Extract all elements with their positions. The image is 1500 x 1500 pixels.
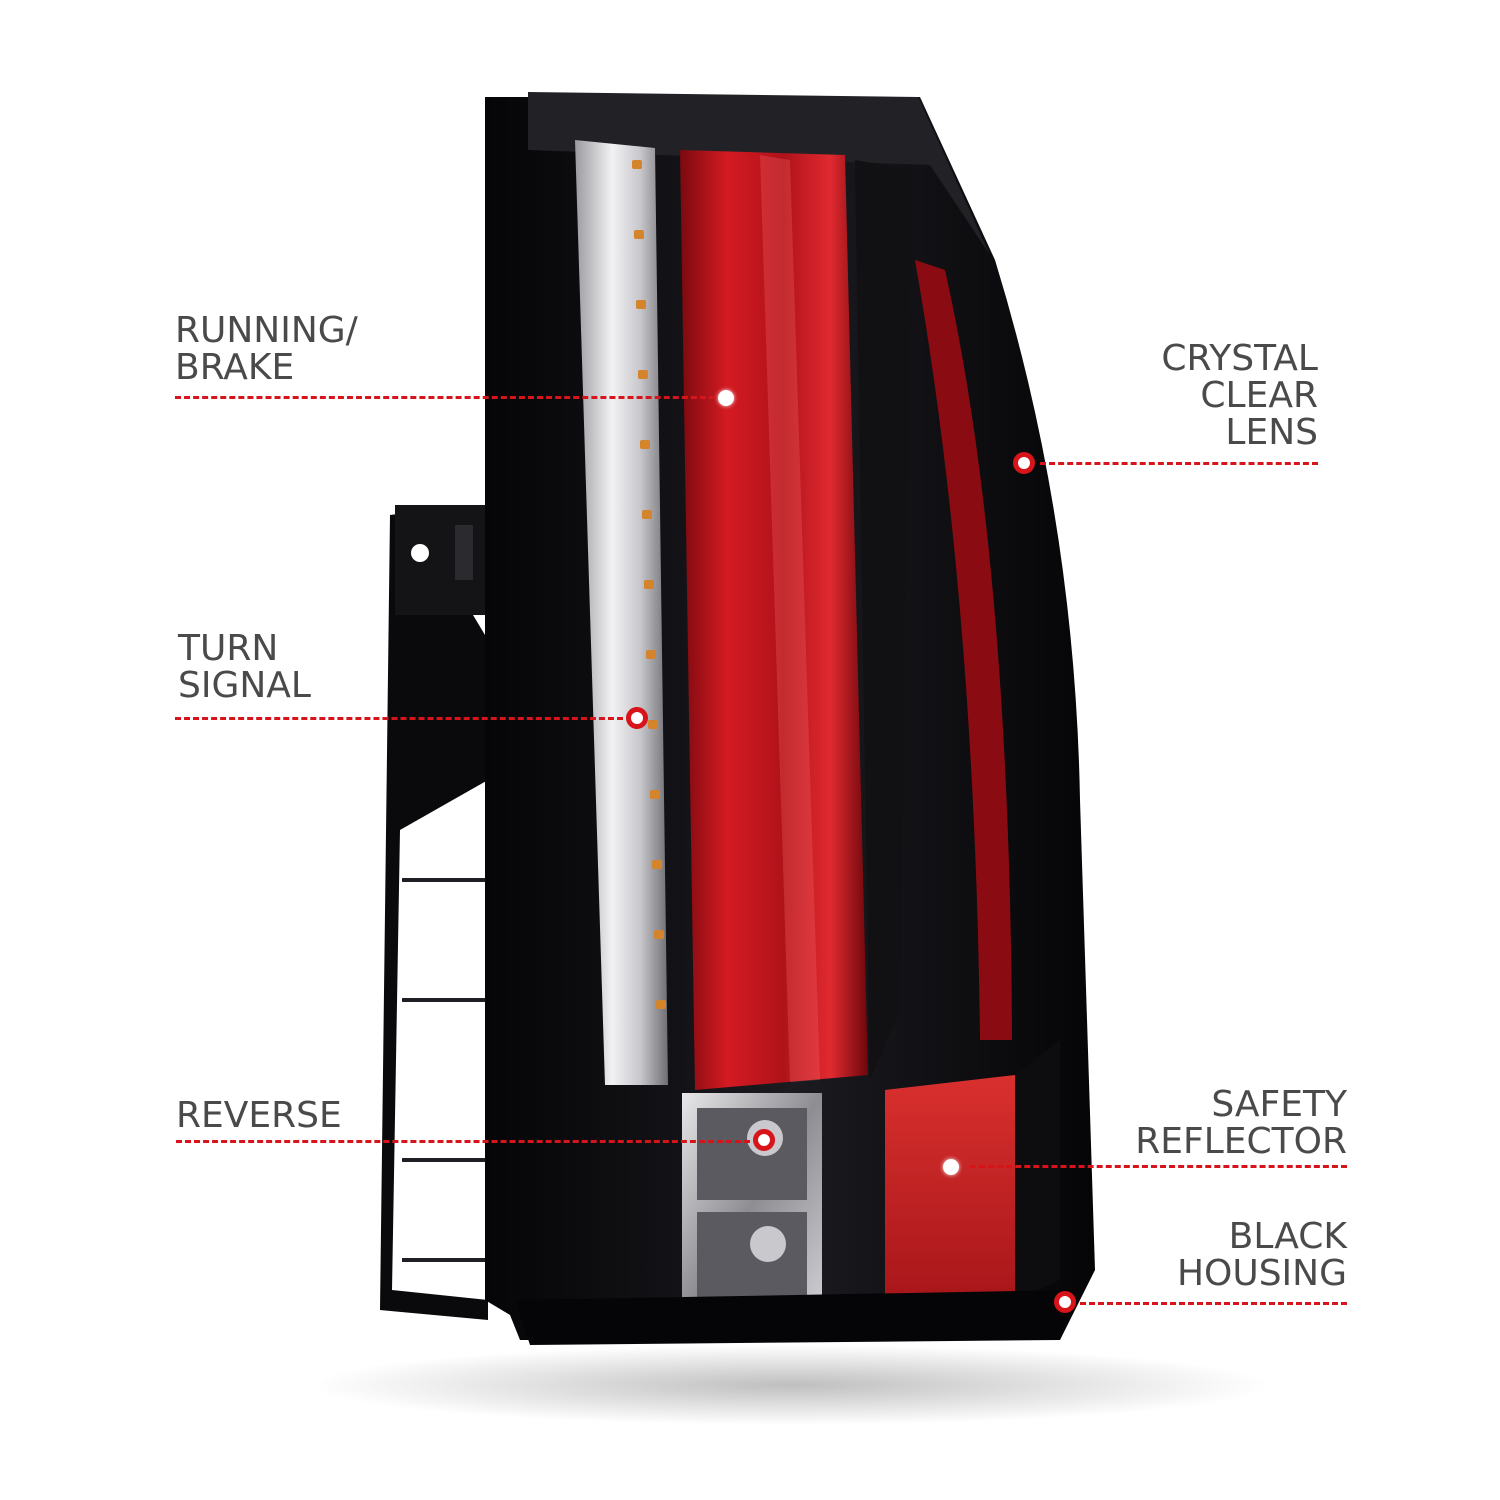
- black-housing-marker: [1054, 1291, 1076, 1313]
- turn-signal-leader: [175, 717, 623, 720]
- turn-signal-line2: SIGNAL: [178, 665, 311, 706]
- crystal-clear-lens-line3: LENS: [1225, 412, 1318, 453]
- running-brake-line2: BRAKE: [175, 347, 295, 388]
- running-brake-marker: [718, 390, 734, 406]
- black-housing-label: BLACK HOUSING: [1177, 1218, 1347, 1292]
- turn-signal-marker: [626, 707, 648, 729]
- black-housing-line2: HOUSING: [1176, 1253, 1347, 1294]
- reverse-leader: [176, 1140, 750, 1143]
- safety-reflector-line1: SAFETY: [1211, 1084, 1347, 1125]
- running-brake-line1: RUNNING/: [175, 310, 358, 351]
- running-brake-leader: [175, 396, 715, 399]
- crystal-clear-lens-marker: [1013, 452, 1035, 474]
- crystal-clear-lens-leader: [1040, 462, 1318, 465]
- turn-signal-label: TURN SIGNAL: [178, 630, 311, 704]
- crystal-clear-lens-line1: CRYSTAL: [1161, 338, 1318, 379]
- black-housing-leader: [1080, 1302, 1347, 1305]
- turn-signal-line1: TURN: [178, 628, 279, 669]
- reverse-label: REVERSE: [176, 1097, 342, 1134]
- black-housing-line1: BLACK: [1228, 1216, 1347, 1257]
- safety-reflector-line2: REFLECTOR: [1135, 1121, 1347, 1162]
- reverse-line1: REVERSE: [176, 1095, 342, 1136]
- safety-reflector-leader: [970, 1165, 1347, 1168]
- crystal-clear-lens-line2: CLEAR: [1200, 375, 1318, 416]
- safety-reflector-marker: [943, 1159, 959, 1175]
- running-brake-label: RUNNING/ BRAKE: [175, 312, 358, 386]
- crystal-clear-lens-label: CRYSTAL CLEAR LENS: [1161, 340, 1318, 451]
- safety-reflector-label: SAFETY REFLECTOR: [1135, 1086, 1347, 1160]
- reverse-marker: [753, 1129, 775, 1151]
